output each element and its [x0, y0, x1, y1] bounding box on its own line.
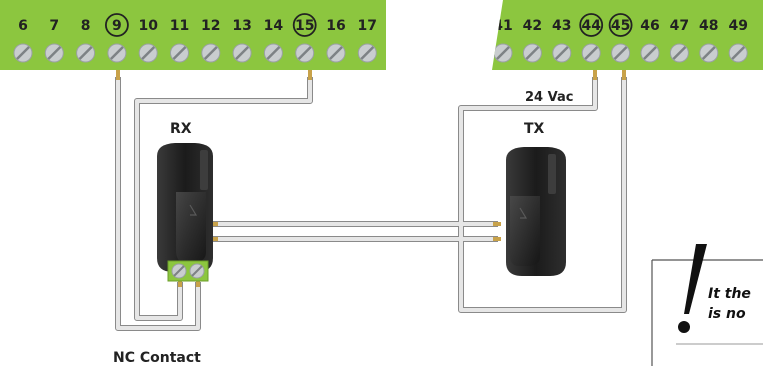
tx-photocell [506, 147, 566, 276]
terminal-label-11: 11 [170, 18, 189, 34]
terminal-label-6: 6 [18, 18, 28, 34]
screw-slot [672, 46, 687, 60]
terminal-highlight-circle [608, 13, 633, 37]
terminal-label-45: 45 [611, 18, 630, 34]
terminal-label-16: 16 [326, 18, 345, 34]
terminal-screws-left [13, 43, 377, 63]
tx-highlight [548, 154, 556, 194]
wire-tip [493, 222, 501, 226]
wire-tip [116, 70, 120, 80]
exclamation-icon [684, 244, 707, 314]
screw-slot [110, 46, 124, 60]
terminal-label-7: 7 [49, 18, 59, 34]
terminal-label-42: 42 [523, 18, 542, 34]
terminal-label-41: 41 [493, 18, 512, 34]
terminal-label-49: 49 [728, 18, 747, 34]
tx-lens [510, 196, 540, 266]
terminal-label-10: 10 [138, 18, 158, 34]
screw-slot [329, 46, 343, 60]
supply-label: 24 Vac [525, 90, 573, 105]
tx-label: TX [524, 121, 545, 137]
screw-slot [701, 46, 716, 60]
screw-slot [584, 46, 599, 60]
screw-slot [78, 46, 93, 60]
exclamation-dot-icon [678, 321, 690, 333]
terminal-label-44: 44 [581, 18, 601, 34]
screw-slot [47, 46, 62, 60]
wiring [115, 70, 627, 331]
screw-slot [496, 46, 510, 60]
rx-lens [176, 192, 206, 262]
terminal-block-left-body [0, 0, 386, 70]
terminal-block-left: 6 7 8 9 10 11 12 13 14 15 16 17 [0, 0, 386, 70]
terminal-label-47: 47 [670, 18, 689, 34]
terminal-highlight-circle [579, 13, 604, 37]
terminal-block-right: 41 42 43 44 45 46 47 48 49 [492, 0, 763, 70]
terminal-labels-left: 6 7 8 9 10 11 12 13 14 15 16 17 [18, 13, 377, 37]
rx-photocell [157, 143, 213, 282]
note-text-line-1: It the [708, 286, 751, 302]
wire-tip [196, 279, 200, 287]
wire-tip [210, 237, 218, 241]
wire-tip [622, 70, 626, 80]
terminal-label-17: 17 [358, 18, 377, 34]
note-box: It the is no [651, 244, 763, 366]
terminal-label-9: 9 [112, 18, 122, 34]
rx-logo-mark [189, 204, 198, 216]
terminal-label-13: 13 [232, 18, 251, 34]
screw-slot [235, 46, 249, 60]
terminal-label-46: 46 [640, 18, 659, 34]
screw-slot [141, 46, 156, 60]
note-text-line-2: is no [708, 306, 746, 322]
terminal-label-14: 14 [264, 18, 284, 34]
terminal-highlight-circle [292, 13, 317, 37]
terminal-label-48: 48 [699, 18, 718, 34]
terminal-label-15: 15 [295, 18, 314, 34]
wire-tip [210, 222, 218, 226]
terminal-label-8: 8 [81, 18, 91, 34]
tx-logo-mark [519, 207, 528, 219]
screw-slot [525, 46, 540, 60]
screw-slot [172, 46, 187, 60]
wire-tip [178, 279, 182, 287]
rx-label: RX [170, 121, 192, 137]
note-box-border [651, 259, 763, 366]
screw-slot [297, 46, 312, 60]
rx-highlight [200, 150, 208, 190]
screw-slot [731, 46, 746, 60]
screw-slot [360, 46, 375, 60]
screw-slot [266, 46, 281, 60]
nc-contact-label: NC Contact [113, 350, 201, 366]
screw-slot [643, 46, 657, 60]
terminal-labels-right: 41 42 43 44 45 46 47 48 49 [493, 13, 748, 37]
screw-slot [203, 46, 218, 60]
screw-slot [554, 46, 569, 60]
terminal-screws-right [493, 43, 748, 63]
wire-tip [493, 237, 501, 241]
terminal-label-43: 43 [552, 18, 571, 34]
terminal-label-12: 12 [201, 18, 220, 34]
screw-slot [613, 46, 628, 60]
wire-tip [593, 70, 597, 80]
terminal-highlight-circle [105, 13, 129, 37]
wire-tip [308, 70, 312, 80]
screw-slot [16, 46, 30, 60]
